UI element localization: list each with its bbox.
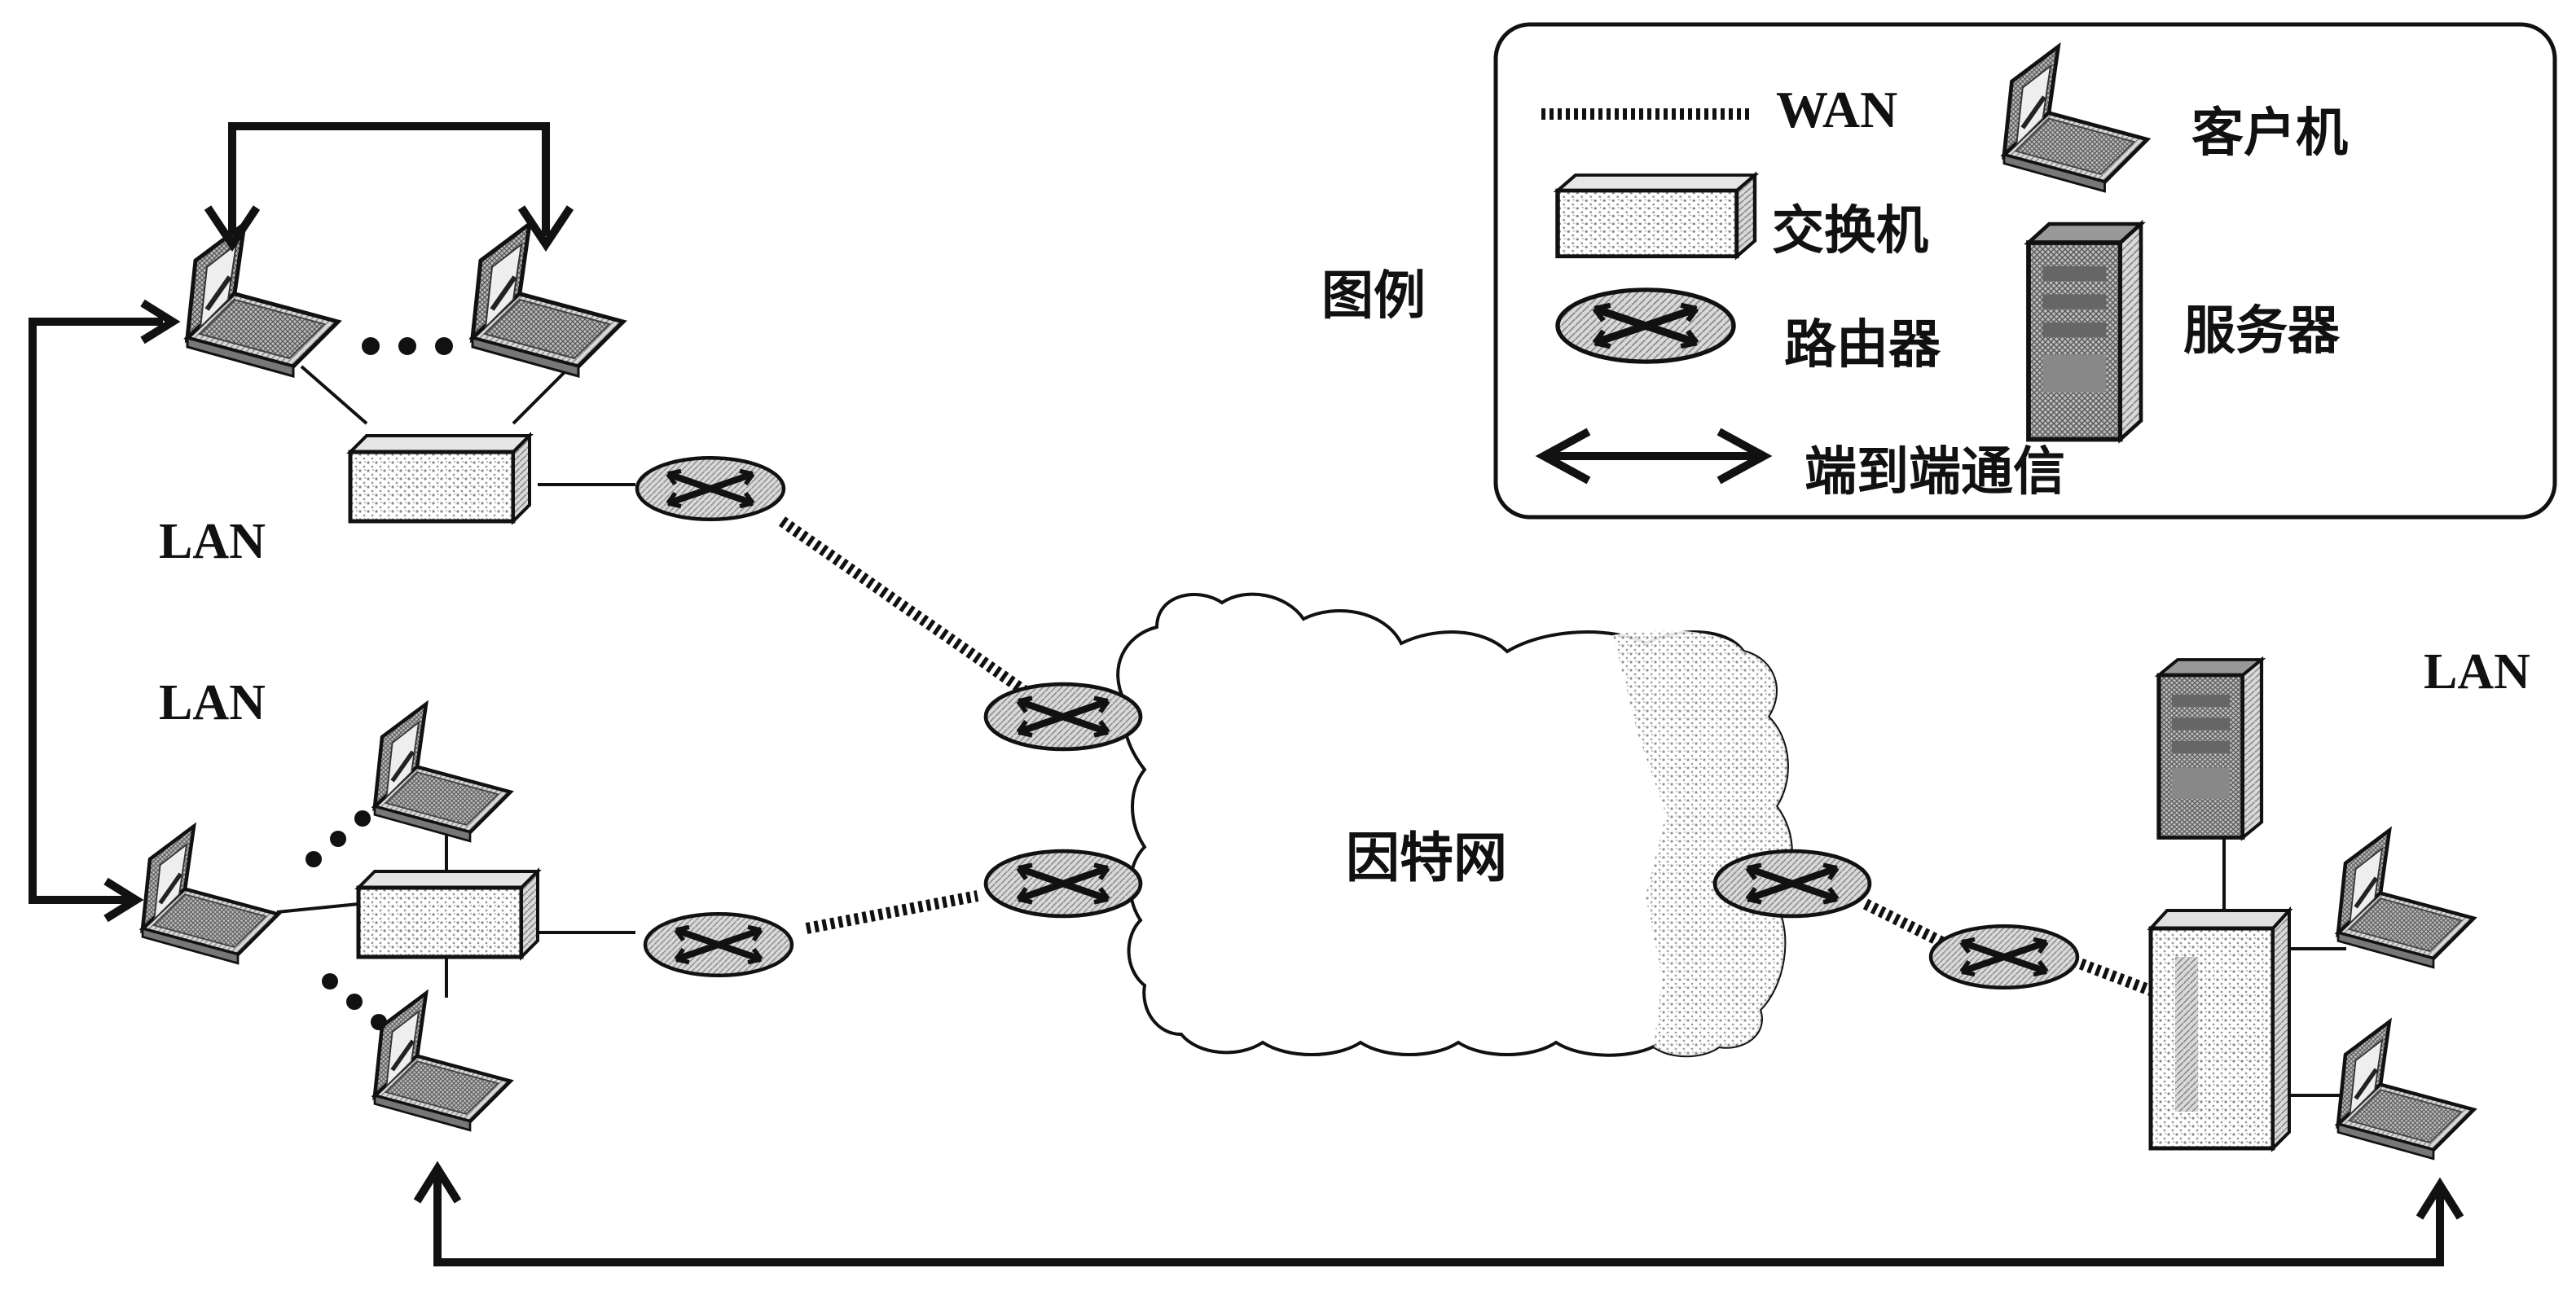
- lan-label-right: LAN: [2424, 644, 2530, 700]
- top-lan-dots: [362, 337, 453, 355]
- mid-lan-links: [276, 814, 635, 998]
- legend-box: [1493, 22, 2557, 520]
- legend-switch-icon: [1558, 175, 1755, 257]
- mid-lan-laptop-bottom: [375, 994, 511, 1130]
- internet-cloud: [1116, 592, 1793, 1058]
- router-internet-bottom: [986, 851, 1141, 916]
- legend-router-icon: [1558, 290, 1734, 362]
- top-lan-laptop-left: [187, 224, 338, 376]
- router-internet-right: [1715, 851, 1870, 916]
- mid-lan-dots-upper: [306, 810, 371, 867]
- lan-label-mid-left: LAN: [159, 675, 266, 731]
- wan-link-right: [1862, 898, 2161, 999]
- legend-e2e-label: 端到端通信: [1805, 442, 2065, 502]
- right-lan-server-main: [2147, 906, 2293, 1152]
- internet-label: 因特网: [1346, 827, 1507, 889]
- mid-lan-dots-lower: [322, 973, 387, 1030]
- top-lan-links: [300, 365, 635, 486]
- right-lan-laptop-top: [2338, 831, 2474, 968]
- wan-link-mid: [805, 890, 979, 934]
- legend-e2e-arrow: [1535, 428, 1773, 485]
- legend-server-label: 服务器: [2183, 301, 2340, 362]
- wan-link-top: [778, 516, 1031, 697]
- e2e-arrow-left: [29, 299, 181, 923]
- mid-lan-switch: [358, 871, 538, 957]
- mid-lan-laptop-left: [143, 827, 279, 963]
- mid-lan-laptop-top: [375, 704, 511, 841]
- e2e-arrow-top-loop: [204, 122, 574, 252]
- e2e-arrow-bottom: [413, 1161, 2464, 1266]
- legend-client-label: 客户机: [2191, 103, 2348, 164]
- lan-label-top-left: LAN: [159, 514, 266, 569]
- right-lan-server-top: [2159, 660, 2262, 838]
- legend-server-icon: [2029, 224, 2141, 440]
- right-lan-laptop-bottom: [2338, 1022, 2474, 1159]
- top-lan-switch: [350, 436, 530, 521]
- router-top-lan: [637, 458, 784, 520]
- legend-wan-label: WAN: [1776, 81, 1898, 138]
- legend-switch-label: 交换机: [1772, 201, 1928, 261]
- legend-router-label: 路由器: [1784, 315, 1941, 375]
- legend-title: 图例: [1321, 266, 1426, 327]
- router-right-lan: [1931, 926, 2077, 988]
- router-mid-lan: [645, 914, 792, 976]
- router-internet-top: [986, 684, 1141, 749]
